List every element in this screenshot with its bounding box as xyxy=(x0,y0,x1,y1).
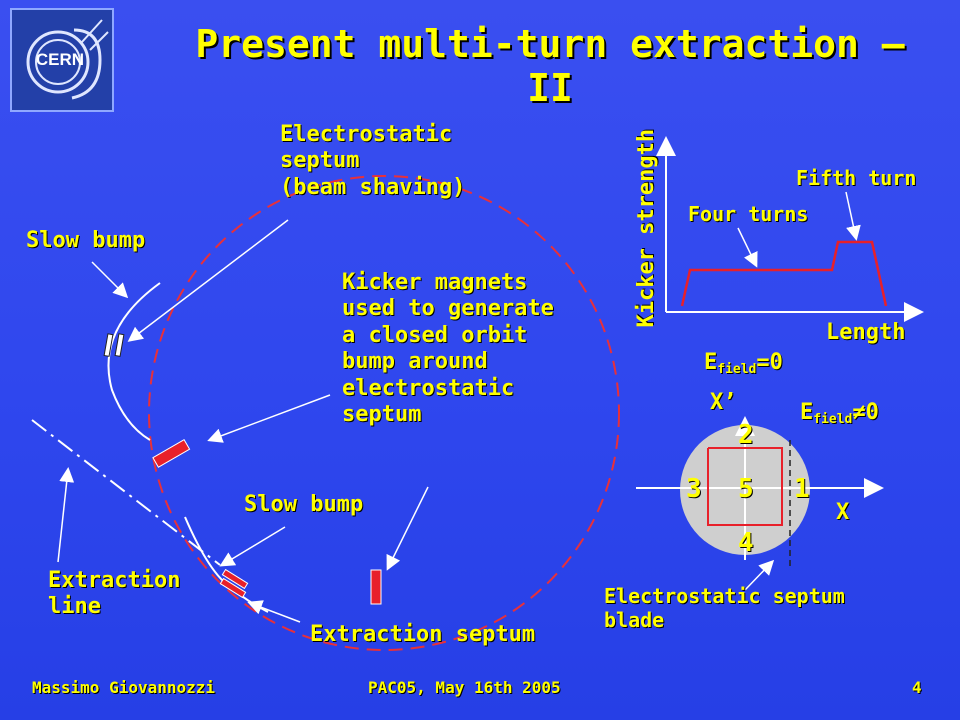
arrow-kicker-bottom xyxy=(386,486,429,571)
electrostatic-septum-element-2 xyxy=(114,333,125,357)
cern-logo: CERN xyxy=(10,8,114,112)
label-electrostatic-septum: Electrostatic septum (beam shaving) xyxy=(280,122,466,200)
phase-central-square xyxy=(707,447,783,526)
arrow-extraction-line xyxy=(57,467,75,563)
footer-event: PAC05, May 16th 2005 xyxy=(368,678,561,697)
label-kicker-magnets: Kicker magnets used to generate a closed… xyxy=(342,270,554,427)
label-fifth-turn: Fifth turn xyxy=(796,166,917,190)
logo-text: CERN xyxy=(35,50,85,69)
kicker-magnet-left xyxy=(152,438,191,468)
slow-bump-curve-top xyxy=(107,282,161,441)
island-1: 1 xyxy=(794,474,810,504)
label-efield-nonzero: Efield≠0 xyxy=(800,400,879,427)
footer-author: Massimo Giovannozzi xyxy=(32,678,216,697)
island-4: 4 xyxy=(738,528,754,558)
arrow-slow-bump-top xyxy=(91,261,129,299)
ring-orbit xyxy=(148,175,620,651)
label-extraction-line: Extraction line xyxy=(48,568,181,620)
label-x-axis: X xyxy=(836,500,850,525)
extraction-septum-element-2 xyxy=(219,577,247,599)
arrow-septum xyxy=(127,219,289,342)
plot-ylabel: Kicker strength xyxy=(633,128,659,328)
kicker-waveform xyxy=(680,240,888,307)
arrow-slow-bump-bottom xyxy=(219,526,286,567)
label-xprime: X’ xyxy=(710,390,737,415)
cern-logo-icon xyxy=(26,19,109,100)
electrostatic-septum-element xyxy=(103,333,114,357)
island-3: 3 xyxy=(686,474,702,504)
island-5: 5 xyxy=(738,474,754,504)
island-2: 2 xyxy=(738,420,754,450)
label-extraction-septum: Extraction septum xyxy=(310,622,536,647)
footer-page-number: 4 xyxy=(912,678,922,697)
label-slow-bump-top: Slow bump xyxy=(26,228,146,253)
slow-bump-curve-bottom xyxy=(184,516,269,613)
extraction-septum-element xyxy=(221,568,249,590)
label-efield-zero: Efield=0 xyxy=(704,350,783,377)
extraction-line-path xyxy=(31,419,221,566)
slide-title: Present multi-turn extraction – II xyxy=(195,22,905,110)
arrow-fifth-turn xyxy=(845,191,861,241)
arrow-extraction-septum xyxy=(247,600,301,623)
arrow-four-turns xyxy=(737,227,758,268)
label-slow-bump-bottom: Slow bump xyxy=(244,492,364,517)
label-four-turns: Four turns xyxy=(688,202,809,226)
arrow-septum-blade xyxy=(744,559,775,591)
arrow-kicker-left xyxy=(207,394,331,443)
label-septum-blade: Electrostatic septum blade xyxy=(604,584,845,632)
kicker-magnet-bottom xyxy=(370,569,382,605)
plot-xlabel: Length xyxy=(826,320,906,345)
